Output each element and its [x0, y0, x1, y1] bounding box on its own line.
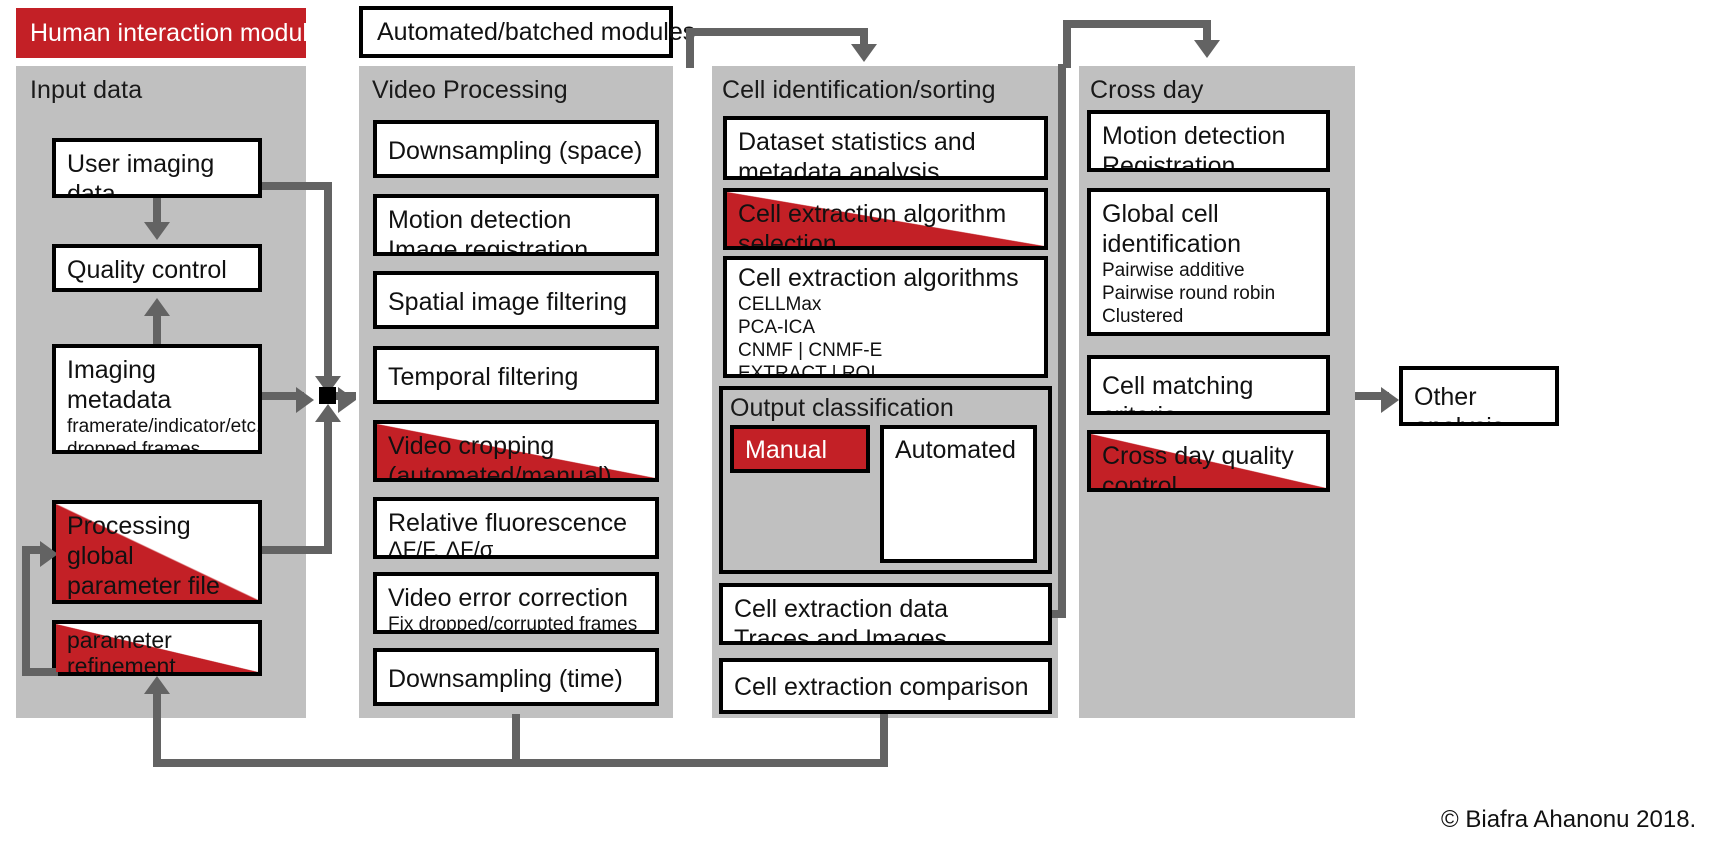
- node-video-error-correction-sub: Fix dropped/corrupted frames: [388, 614, 638, 634]
- arrow-into-crossday-panel: [1194, 40, 1220, 58]
- node-video-cropping-label: Video cropping (automated/manual): [388, 432, 612, 482]
- copyright-notice: © Biafra Ahanonu 2018.: [1441, 806, 1697, 833]
- node-cell-extraction-comparison-label: Cell extraction comparison: [734, 673, 1029, 701]
- connector-refinement-to-global-top: [22, 546, 42, 554]
- node-global-cell-identification-label: Global cell identification: [1102, 200, 1241, 258]
- node-dataset-statistics[interactable]: Dataset statistics and metadata analysis: [723, 116, 1048, 180]
- node-other-analysis[interactable]: Other analysis: [1399, 366, 1559, 426]
- connector-user-imaging-to-quality-line: [153, 198, 161, 224]
- node-cell-matching-criteria[interactable]: Cell matching criteria: [1087, 355, 1330, 415]
- arrow-into-other-analysis: [1381, 387, 1399, 413]
- connector-video-to-cellid-vertical-left: [686, 28, 694, 68]
- node-motion-detection-registration[interactable]: Motion detection Image registration: [373, 194, 659, 256]
- connector-refinement-to-global-bottom: [22, 668, 58, 676]
- legend-automated-modules: Automated/batched modules: [359, 6, 695, 58]
- panel-cell-identification-title: Cell identification/sorting: [722, 76, 996, 104]
- node-cell-extraction-algorithms-label: Cell extraction algorithms: [738, 264, 1019, 292]
- node-cell-matching-criteria-label: Cell matching criteria: [1102, 372, 1254, 411]
- connector-feedback-to-refinement-vertical: [153, 692, 161, 767]
- panel-input-data-title: Input data: [30, 76, 143, 104]
- node-crossday-quality-control-label: Cross day quality control: [1102, 442, 1294, 492]
- connector-global-param-to-junction-vertical: [324, 418, 332, 554]
- connector-extraction-data-to-crossday-vertical: [1058, 64, 1066, 618]
- junction-merge-point: [319, 387, 336, 404]
- node-temporal-filtering-label: Temporal filtering: [388, 363, 579, 391]
- node-manual-classification-label: Manual: [745, 436, 827, 464]
- node-temporal-filtering[interactable]: Temporal filtering: [373, 346, 659, 404]
- node-imaging-metadata-sub: framerate/indicator/etc. dropped frames: [67, 416, 262, 454]
- arrow-global-param-into-junction: [315, 404, 341, 422]
- node-relative-fluorescence-label: Relative fluorescence: [388, 509, 628, 537]
- node-processing-global-parameter-file-label: Processing global parameter file: [67, 512, 220, 600]
- node-downsampling-time[interactable]: Downsampling (time): [373, 648, 659, 706]
- node-automated-classification[interactable]: Automated: [880, 425, 1037, 563]
- connector-global-param-to-junction-horizontal: [262, 546, 332, 554]
- legend-human-interaction-modules: Human interaction modules: [16, 8, 334, 58]
- connector-refinement-to-global-vertical: [22, 546, 30, 676]
- node-cell-extraction-data-label: Cell extraction data Traces and Images: [734, 595, 949, 645]
- node-crossday-motion-registration[interactable]: Motion detection Registration: [1087, 110, 1330, 172]
- legend-automated-label: Automated/batched modules: [377, 17, 696, 46]
- node-manual-classification[interactable]: Manual: [730, 425, 870, 473]
- node-user-imaging-data-label: User imaging data (xyt or xyzt): [67, 150, 215, 198]
- node-global-cell-identification-sub: Pairwise additive Pairwise round robin C…: [1102, 260, 1276, 332]
- node-global-cell-identification[interactable]: Global cell identification Pairwise addi…: [1087, 188, 1330, 336]
- connector-imaging-to-junction-horizontal: [262, 182, 332, 190]
- connector-cellid-to-crossday-horizontal: [1063, 20, 1211, 28]
- connector-imaging-to-junction-vertical: [324, 182, 332, 378]
- node-downsampling-space-label: Downsampling (space): [388, 137, 643, 165]
- node-cell-extraction-algorithms[interactable]: Cell extraction algorithms CELLMax PCA-I…: [723, 256, 1048, 378]
- node-imaging-metadata-label: Imaging metadata: [67, 356, 172, 414]
- node-motion-detection-registration-label: Motion detection Image registration: [388, 206, 589, 256]
- arrow-feedback-into-parameter-refinement: [144, 676, 170, 694]
- node-cell-extraction-comparison[interactable]: Cell extraction comparison: [719, 658, 1052, 714]
- node-user-imaging-data[interactable]: User imaging data (xyt or xyzt): [52, 138, 262, 198]
- arrow-junction-into-video: [338, 387, 356, 413]
- node-cell-extraction-algorithm-selection-label: Cell extraction algorithm selection: [738, 200, 1007, 250]
- connector-cellid-feedback-vertical: [880, 714, 888, 767]
- node-cell-extraction-data[interactable]: Cell extraction data Traces and Images: [719, 583, 1052, 645]
- node-relative-fluorescence[interactable]: Relative fluorescence ΔF/F, ΔF/σ: [373, 497, 659, 559]
- node-video-error-correction-label: Video error correction: [388, 584, 628, 612]
- node-quality-control-label: Quality control: [67, 256, 227, 284]
- node-relative-fluorescence-sub: ΔF/F, ΔF/σ: [388, 537, 494, 559]
- node-quality-control[interactable]: Quality control: [52, 244, 262, 292]
- node-cell-extraction-algorithms-sub: CELLMax PCA-ICA CNMF | CNMF-E EXTRACT | …: [738, 294, 883, 378]
- arrow-metadata-into-junction: [296, 387, 314, 413]
- arrow-into-global-parameter-file: [40, 541, 58, 567]
- node-crossday-motion-registration-label: Motion detection Registration: [1102, 122, 1286, 172]
- panel-cross-day-title: Cross day: [1090, 76, 1204, 104]
- connector-metadata-to-junction: [262, 392, 304, 400]
- connector-crossday-to-other-analysis: [1355, 392, 1389, 400]
- arrow-metadata-to-quality: [144, 298, 170, 316]
- arrow-into-cellid-panel: [851, 44, 877, 62]
- connector-metadata-to-quality-line: [153, 316, 161, 344]
- connector-cellid-feedback-horizontal: [153, 759, 888, 767]
- subpanel-output-classification-title: Output classification: [730, 394, 954, 422]
- node-dataset-statistics-label: Dataset statistics and metadata analysis: [738, 128, 976, 180]
- node-imaging-metadata[interactable]: Imaging metadata framerate/indicator/etc…: [52, 344, 262, 454]
- node-video-error-correction[interactable]: Video error correction Fix dropped/corru…: [373, 572, 659, 634]
- node-spatial-image-filtering[interactable]: Spatial image filtering: [373, 271, 659, 329]
- node-spatial-image-filtering-label: Spatial image filtering: [388, 288, 628, 316]
- node-processing-global-parameter-file[interactable]: Processing global parameter file: [52, 500, 262, 604]
- node-cell-extraction-algorithm-selection[interactable]: Cell extraction algorithm selection: [723, 188, 1048, 250]
- connector-cellid-to-crossday-vertical-left: [1063, 20, 1071, 68]
- connector-video-to-cellid-vertical-right: [860, 28, 868, 46]
- panel-video-processing-title: Video Processing: [372, 76, 568, 104]
- connector-video-feedback-vertical: [512, 714, 520, 759]
- node-automated-classification-label: Automated: [895, 436, 1016, 464]
- node-parameter-refinement-label: parameter refinement: [67, 627, 176, 676]
- connector-cellid-to-crossday-vertical-right: [1203, 20, 1211, 42]
- node-parameter-refinement[interactable]: parameter refinement: [52, 620, 262, 676]
- node-other-analysis-label: Other analysis: [1414, 383, 1504, 422]
- node-crossday-quality-control[interactable]: Cross day quality control: [1087, 430, 1330, 492]
- node-video-cropping[interactable]: Video cropping (automated/manual): [373, 420, 659, 482]
- arrow-user-imaging-to-quality: [144, 222, 170, 240]
- legend-human-label: Human interaction modules: [30, 18, 335, 47]
- node-downsampling-time-label: Downsampling (time): [388, 665, 623, 693]
- connector-video-to-cellid-horizontal: [686, 28, 868, 36]
- node-downsampling-space[interactable]: Downsampling (space): [373, 120, 659, 178]
